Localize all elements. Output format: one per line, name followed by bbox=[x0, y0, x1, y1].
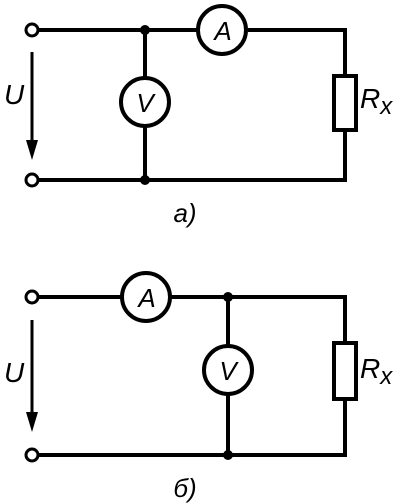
circuit-b: A V Rx U б) bbox=[4, 271, 393, 503]
b-caption: б) bbox=[173, 473, 196, 503]
b-resistor bbox=[332, 341, 358, 401]
b-voltmeter-label: V bbox=[219, 356, 239, 386]
b-junction-top bbox=[223, 292, 233, 302]
b-ammeter bbox=[120, 271, 172, 323]
b-terminal-top bbox=[24, 289, 40, 305]
a-caption: а) bbox=[173, 198, 196, 228]
a-ammeter bbox=[196, 4, 248, 56]
a-voltmeter-label: V bbox=[136, 88, 156, 118]
circuit-a: A V Rx U а) bbox=[4, 4, 393, 228]
a-junction-bottom bbox=[140, 175, 150, 185]
b-ammeter-label: A bbox=[136, 283, 155, 313]
a-resistor bbox=[332, 74, 358, 132]
b-terminal-bottom bbox=[24, 447, 40, 463]
a-terminal-bottom bbox=[24, 172, 40, 188]
a-junction-top bbox=[140, 25, 150, 35]
a-resistor-label: Rx bbox=[360, 83, 393, 120]
a-voltmeter bbox=[119, 76, 171, 128]
a-voltage-arrowhead bbox=[26, 140, 38, 160]
a-terminal-top bbox=[24, 22, 40, 38]
b-junction-bottom bbox=[223, 450, 233, 460]
a-ammeter-label: A bbox=[212, 16, 231, 46]
b-voltage-arrowhead bbox=[26, 412, 38, 432]
b-source-label: U bbox=[4, 357, 25, 388]
b-voltmeter bbox=[202, 344, 254, 396]
b-resistor-label: Rx bbox=[360, 353, 393, 390]
a-source-label: U bbox=[4, 79, 25, 110]
